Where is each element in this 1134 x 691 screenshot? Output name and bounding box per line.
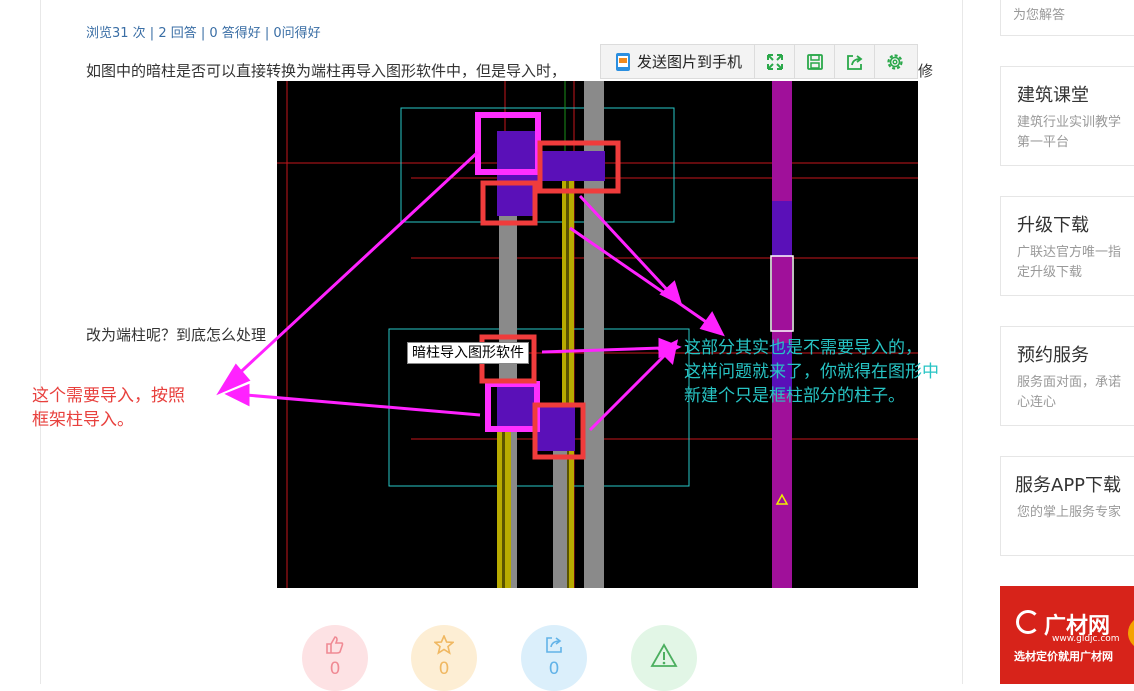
- annotation-left: 这个需要导入，按照 框架柱导入。: [32, 384, 185, 432]
- gldjc-logo-icon: [1016, 610, 1040, 634]
- annotation-right-line-1: 这部分其实也是不需要导入的，: [684, 338, 922, 358]
- annotation-left-line-2: 框架柱导入。: [32, 410, 134, 430]
- question-text-line-1: 如图中的暗柱是否可以直接转换为端柱再导入图形软件中，但是导入时，: [86, 62, 567, 80]
- sidebar-answer-desc: 为您解答: [1013, 8, 1066, 23]
- ad-brand: 广材网: [1044, 614, 1111, 639]
- cad-drawing: [277, 81, 918, 588]
- sidebar-card-title: 升级下载: [1017, 215, 1089, 236]
- annotation-right-line-2: 这样问题就来了，你就得在图形中: [684, 362, 939, 382]
- question-stats: 浏览31 次 | 2 回答 | 0 答得好 | 0问得好: [86, 26, 321, 41]
- gear-icon: [886, 53, 903, 70]
- ad-slogan: 选材定价就用广材网: [1014, 650, 1113, 663]
- cad-tooltip: 暗柱导入图形软件: [407, 342, 529, 364]
- ad-url: www.gldjc.com: [1052, 634, 1120, 644]
- sidebar-card-title: 服务APP下载: [1015, 475, 1122, 496]
- favorite-button[interactable]: 0: [411, 625, 477, 691]
- send-to-phone-button[interactable]: 发送图片到手机: [601, 45, 756, 78]
- sidebar-card-service[interactable]: 预约服务 服务面对面，承诺心连心: [1000, 326, 1134, 426]
- sidebar-answer-card[interactable]: 为您解答: [1000, 0, 1134, 36]
- share-icon: [546, 637, 562, 653]
- save-icon: [806, 53, 823, 70]
- content-right-border: [962, 0, 963, 684]
- annotation-right: 这部分其实也是不需要导入的， 这样问题就来了，你就得在图形中 新建个只是框柱部分…: [684, 336, 939, 408]
- share-button[interactable]: 0: [521, 625, 587, 691]
- warning-icon: [650, 643, 678, 667]
- question-text-line-1-tail: 修: [918, 62, 934, 80]
- content-left-border: [40, 0, 41, 684]
- sidebar-card-course[interactable]: 建筑课堂 建筑行业实训教学第一平台: [1000, 66, 1134, 166]
- thumbs-up-icon: [326, 636, 344, 654]
- share-count: 0: [548, 659, 560, 679]
- settings-button[interactable]: [875, 45, 914, 78]
- question-image[interactable]: 暗柱导入图形软件: [277, 81, 918, 588]
- expand-icon: [766, 53, 783, 70]
- annotation-right-line-3: 新建个只是框柱部分的柱子。: [684, 386, 905, 406]
- sidebar-card-desc: 广联达官方唯一指定升级下载: [1017, 245, 1122, 280]
- sidebar-card-desc: 服务面对面，承诺心连心: [1017, 375, 1122, 410]
- gldjc-ad-banner[interactable]: 广材网 www.gldjc.com 选材定价就用广材网: [1000, 586, 1134, 684]
- like-button[interactable]: 0: [302, 625, 368, 691]
- sidebar-card-desc: 建筑行业实训教学第一平台: [1017, 115, 1122, 150]
- annotation-left-line-1: 这个需要导入，按照: [32, 386, 185, 406]
- send-to-phone-label: 发送图片到手机: [637, 53, 743, 71]
- share-image-button[interactable]: [835, 45, 876, 78]
- like-count: 0: [329, 659, 341, 679]
- phone-icon: [616, 52, 630, 71]
- share-icon: [847, 54, 863, 70]
- favorite-count: 0: [438, 659, 450, 679]
- sidebar-card-title: 预约服务: [1017, 345, 1089, 366]
- save-image-button[interactable]: [795, 45, 836, 78]
- sidebar-card-app[interactable]: 服务APP下载 您的掌上服务专家: [1000, 456, 1134, 556]
- star-icon: [434, 635, 454, 655]
- sidebar-card-title: 建筑课堂: [1017, 85, 1089, 106]
- sidebar-card-download[interactable]: 升级下载 广联达官方唯一指定升级下载: [1000, 196, 1134, 296]
- report-button[interactable]: [631, 625, 697, 691]
- fullscreen-button[interactable]: [755, 45, 796, 78]
- sidebar-card-desc: 您的掌上服务专家: [1017, 505, 1122, 520]
- image-toolbar: 发送图片到手机: [600, 44, 918, 79]
- ad-badge-icon: [1128, 616, 1134, 650]
- question-text-line-2: 改为端柱呢？到底怎么处理: [86, 326, 267, 344]
